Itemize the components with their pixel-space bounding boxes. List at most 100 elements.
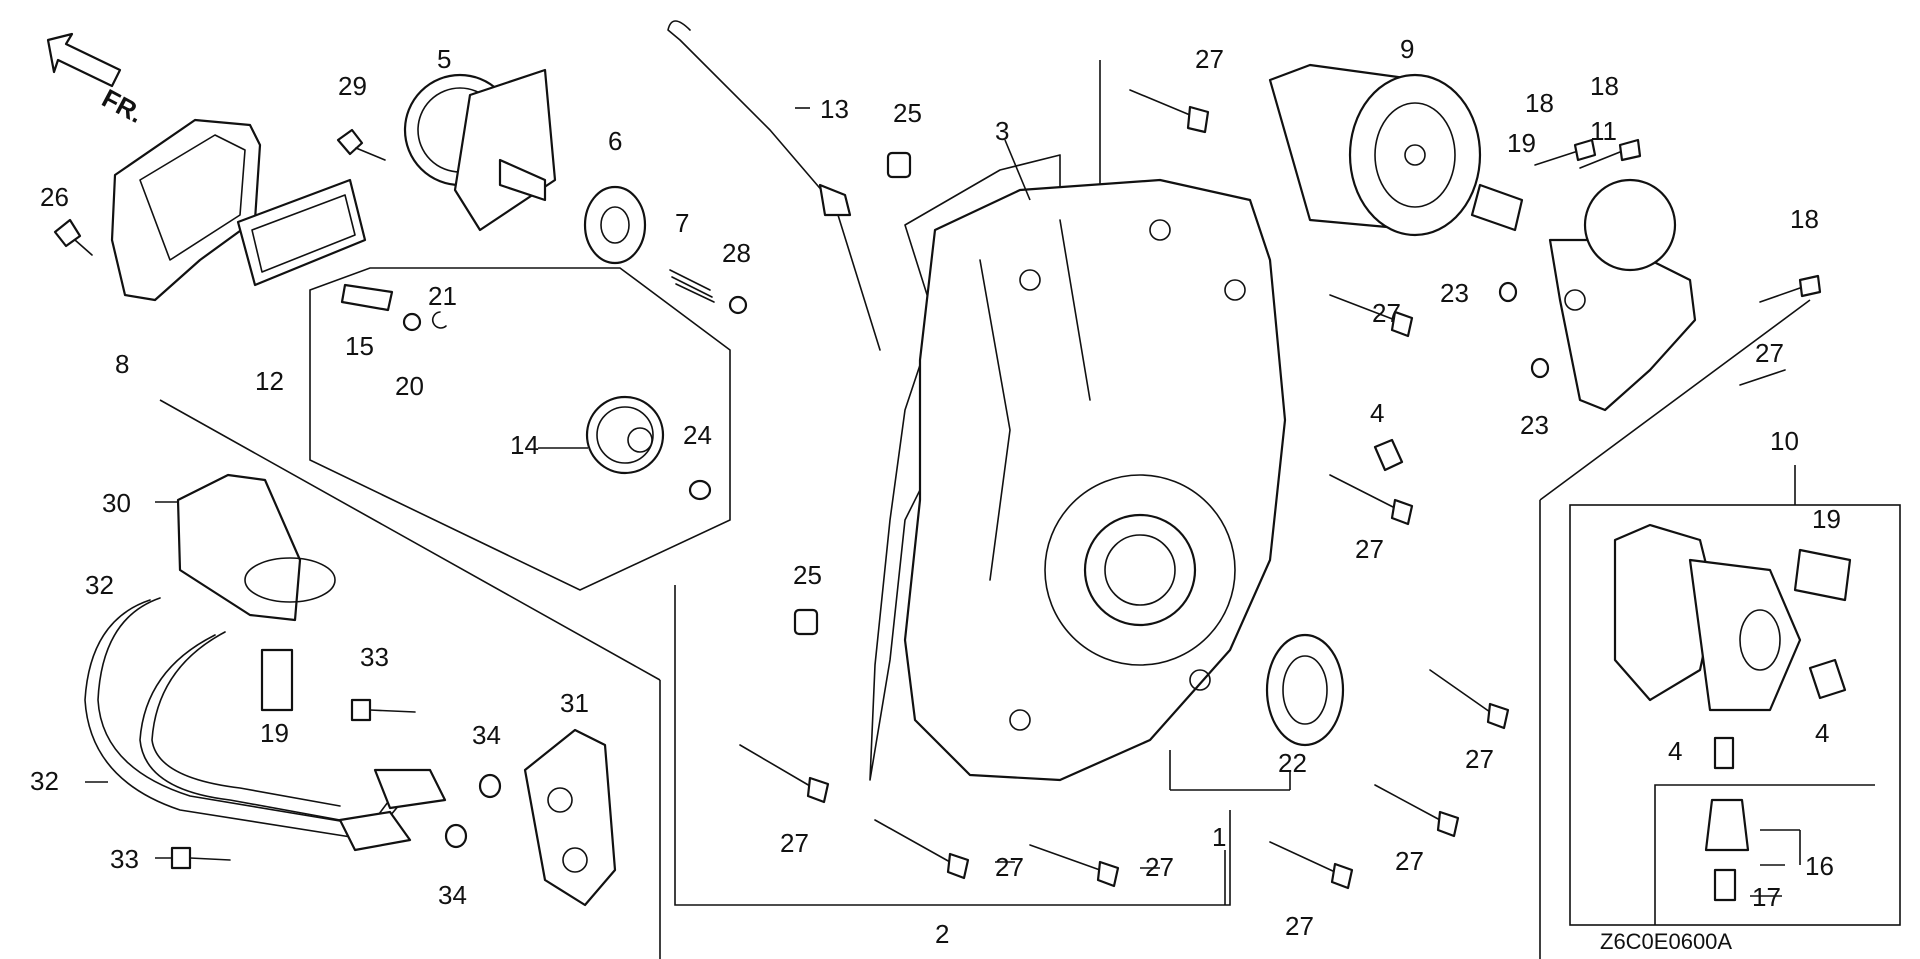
callout-27e: 27 [780,828,809,858]
callout-5: 5 [437,44,451,74]
front-direction-arrow: FR. [46,32,148,129]
washer-24 [688,479,712,501]
washer-23a [1498,281,1518,303]
pin-4c [1713,736,1735,770]
callout-10: 10 [1770,426,1799,456]
pipe-bolt-33a [369,709,416,713]
callout-28: 28 [722,238,751,268]
callout-17: 17 [1752,882,1781,912]
relief-ball [728,295,748,315]
callout-6: 6 [608,126,622,156]
callout-4c: 4 [1668,736,1682,766]
filter-adapter-group-box [1569,504,1901,926]
bolt-18a-head [1573,138,1597,162]
oil-seal [1265,633,1345,747]
bolt-18b-head [1618,138,1642,162]
pipe-bolt-33b [189,857,231,861]
callout-18c: 18 [1790,204,1819,234]
callout-30: 30 [102,488,131,518]
dipstick [667,20,881,351]
callout-24: 24 [683,420,712,450]
callout-27g: 27 [1145,852,1174,882]
callout-32a: 32 [85,570,114,600]
callout-27j: 27 [1755,338,1784,368]
callout-27c: 27 [1355,534,1384,564]
pipe-bolt-33a-head [350,698,372,722]
callout-27a: 27 [1195,44,1224,74]
callout-27d: 27 [1465,744,1494,774]
callout-19a: 19 [1507,128,1536,158]
pipe-flange-plate [523,728,617,907]
callout-2: 2 [935,919,949,949]
callout-numbers: 1 2 3 4 4 4 5 6 7 8 9 10 11 12 13 14 15 … [30,34,1841,949]
callout-19c: 19 [260,718,289,748]
callout-29: 29 [338,71,367,101]
callout-20: 20 [395,371,424,401]
callout-23b: 23 [1520,410,1549,440]
callout-19b: 19 [1812,504,1841,534]
filter-adapter [1548,178,1697,412]
pin-4a [1373,438,1404,472]
oil-pipes [84,597,447,852]
callout-21: 21 [428,281,457,311]
callout-27b: 27 [1372,298,1401,328]
callout-18b: 18 [1590,71,1619,101]
callout-3: 3 [995,116,1009,146]
filter-adapter-alt [1613,523,1802,712]
callout-12: 12 [255,366,284,396]
leader-lines [85,107,1801,905]
bolt-18c [1759,287,1801,303]
callout-18a: 18 [1525,88,1554,118]
bolt-18c-head [1798,274,1822,298]
case-assembly-bracket [674,585,1231,906]
case-gasket [869,154,1061,781]
callout-32b: 32 [30,766,59,796]
oil-pump-gear [403,68,557,232]
clip-21 [431,311,447,329]
shaft-pin [340,283,394,312]
breather-filter [236,178,367,287]
callout-11: 11 [1590,116,1617,146]
callout-23a: 23 [1440,278,1469,308]
direction-label: FR. [97,83,148,129]
governor-gear [585,395,665,475]
callout-7: 7 [675,208,689,238]
callout-25a: 25 [893,98,922,128]
breather-cover [110,118,262,302]
bolt-18b [1579,151,1621,169]
oil-pipe-bracket [176,473,336,622]
oil-pump-group-box [309,267,731,591]
callout-16: 16 [1805,851,1834,881]
callout-25b: 25 [793,560,822,590]
callout-34b: 34 [438,880,467,910]
washer-34b [444,823,468,849]
callout-22: 22 [1278,748,1307,778]
washer-20 [402,312,422,332]
callout-33b: 33 [110,844,139,874]
callout-31: 31 [560,688,589,718]
callout-1: 1 [1212,822,1226,852]
washer-23b [1530,357,1550,379]
pipe-nipple-19 [260,648,294,712]
callout-15: 15 [345,331,374,361]
bolt-26 [53,218,93,256]
callout-27h: 27 [1395,846,1424,876]
bolt-29 [336,128,386,161]
callout-26: 26 [40,182,69,212]
callout-8: 8 [115,349,129,379]
flange-bolts-27 [739,89,1786,890]
oil-filter [1268,63,1482,237]
relief-spring [669,269,715,303]
callout-4a: 4 [1370,398,1384,428]
dowel-pin-upper [886,151,912,179]
bolt-18a [1534,151,1576,166]
callout-27f: 27 [995,852,1024,882]
crankcase-cover [903,178,1287,782]
callout-9: 9 [1400,34,1414,64]
washer-34a [478,773,502,799]
pin-4b [1808,658,1847,700]
dowel-pin-lower [793,608,819,636]
callout-13: 13 [820,94,849,124]
fitting-16 [1704,798,1750,852]
